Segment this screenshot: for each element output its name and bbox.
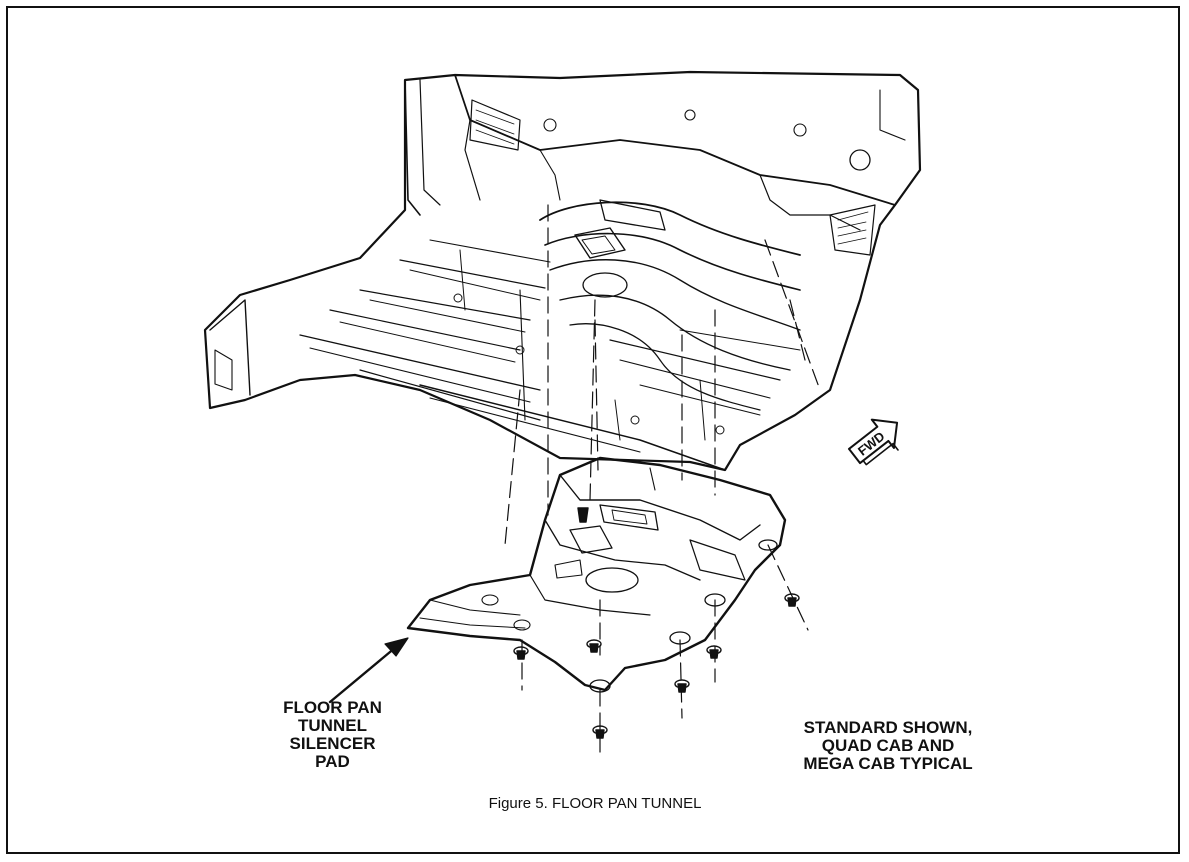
part-label-line: FLOOR PAN [283,698,382,717]
pushpin-fastener [592,725,608,739]
fwd-arrow-icon: FWD [847,418,899,466]
part-label-line: SILENCER [289,734,376,753]
note-line: STANDARD SHOWN, [803,718,973,737]
alignment-lines [504,204,821,753]
diagram-frame [6,6,1180,854]
vehicle-floor-pan [203,70,922,472]
part-label-line: PAD [315,752,350,771]
pushpin-fastener [674,679,690,693]
note-line: MEGA CAB TYPICAL [803,754,973,773]
applicability-note: STANDARD SHOWN, QUAD CAB AND MEGA CAB TY… [778,719,998,773]
floor-pan-tunnel-silencer-pad [406,456,787,693]
note-line: QUAD CAB AND [821,736,955,755]
pushpin-fastener [586,639,602,653]
pushpin-fastener [784,593,800,607]
pushpin-fastener [706,645,722,659]
figure-caption: Figure 5. FLOOR PAN TUNNEL [488,795,702,812]
callout-arrow [328,637,409,704]
pushpin-fasteners [513,593,800,739]
pushpin-fastener [513,646,529,660]
part-label-line: TUNNEL [298,716,367,735]
part-label: FLOOR PAN TUNNEL SILENCER PAD [250,699,415,771]
